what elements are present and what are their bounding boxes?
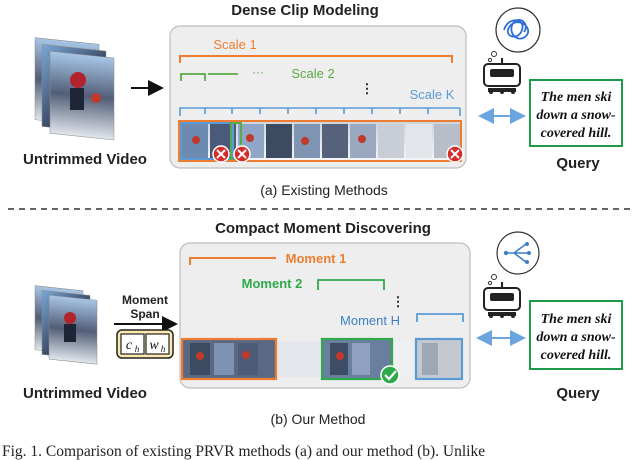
untrimmed-video-stack-a: [34, 37, 115, 141]
panel-b-title: Compact Moment Discovering: [215, 220, 431, 237]
query-box-b: [529, 300, 623, 370]
moment-2-bracket: [317, 279, 385, 290]
query-label-a: Query: [556, 155, 600, 172]
robot-thinking-structured-icon: [483, 231, 540, 318]
scale-k-label: Scale K: [410, 87, 455, 102]
moment-span-label: Moment: [122, 293, 168, 307]
query-line: The men ski: [541, 312, 612, 327]
clip-strip-b: [180, 337, 464, 381]
query-line: The men ski: [541, 90, 612, 105]
scale-k-bracket: [179, 107, 461, 116]
clip-strip-a: [178, 120, 462, 162]
panel-a-caption: (a) Existing Methods: [260, 182, 388, 198]
mismatch-icon: [446, 145, 464, 163]
mismatch-icon: [212, 145, 230, 163]
query-box-a: [529, 79, 623, 147]
query-label-b: Query: [556, 385, 600, 402]
query-line: covered hill.: [541, 126, 612, 141]
query-line: down a snow-: [536, 108, 616, 123]
moment-1-bracket: [189, 257, 276, 265]
moment-span-label: Span: [130, 307, 159, 321]
moment-vertical-ellipsis: ⋮: [392, 294, 405, 309]
match-check-icon: [380, 365, 400, 385]
span-w-subscript: h: [161, 344, 166, 354]
scale-vertical-ellipsis: ⋮: [361, 81, 374, 96]
scale-2-label: Scale 2: [291, 66, 334, 81]
scale-2-ellipsis: ···: [252, 65, 264, 79]
span-w-symbol: w: [149, 338, 159, 353]
panel-a-title: Dense Clip Modeling: [231, 2, 379, 19]
video-label-a: Untrimmed Video: [23, 151, 147, 168]
span-c-symbol: c: [126, 338, 133, 353]
moment-2-label: Moment 2: [242, 276, 303, 291]
moment-h-bracket: [416, 313, 464, 322]
query-line: down a snow-: [536, 330, 616, 345]
moment-1-label: Moment 1: [286, 251, 347, 266]
scale-1-label: Scale 1: [213, 37, 256, 52]
panel-b: Compact Moment Discovering Moment Span c…: [23, 220, 623, 427]
query-line: covered hill.: [541, 348, 612, 363]
moment-span-box: c h w h: [116, 329, 174, 359]
scale-1-bracket: [179, 55, 453, 63]
span-c-subscript: h: [135, 344, 140, 354]
moment-h-label: Moment H: [340, 313, 400, 328]
robot-thinking-tangled-icon: [483, 7, 541, 94]
untrimmed-video-stack-b: [34, 285, 98, 365]
figure-caption: Fig. 1. Comparison of existing PRVR meth…: [2, 443, 485, 460]
mismatch-icon: [233, 145, 251, 163]
panel-a: Dense Clip Modeling Untrimmed Video Scal…: [23, 2, 623, 198]
panel-b-caption: (b) Our Method: [271, 411, 366, 427]
video-label-b: Untrimmed Video: [23, 385, 147, 402]
scale-2-bracket: [180, 73, 238, 81]
